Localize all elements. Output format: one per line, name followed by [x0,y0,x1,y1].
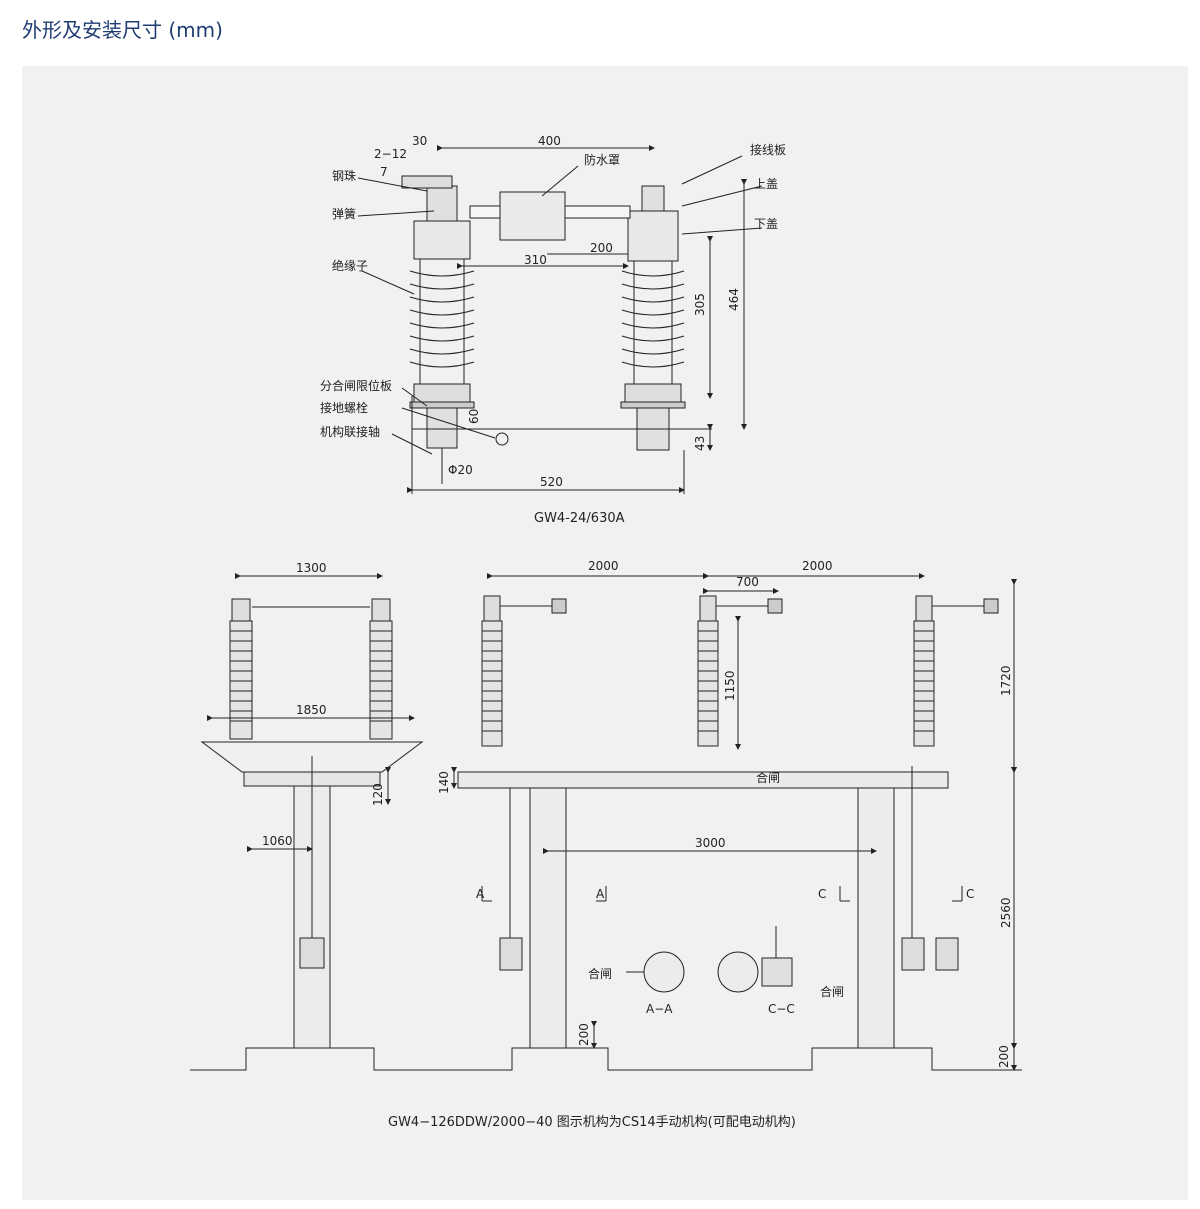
left-insulator [401,175,475,484]
label-linkage-shaft: 机构联接轴 [320,424,380,439]
section-c-right: C [966,887,974,901]
dim-400: 400 [538,134,561,148]
drawing-panel: 钢珠 弹簧 绝缘子 分合闸限位板 接地螺栓 机构联接轴 防水罩 接线板 上盖 下… [22,66,1188,1200]
dim-1150: 1150 [723,670,737,701]
section-views [626,926,793,993]
dim-phi20: Φ20 [448,463,473,477]
section-a-left: A [476,887,485,901]
label-insulator: 绝缘子 [332,258,368,273]
section-a-right: A [596,887,605,901]
dim-2560: 2560 [999,897,1013,928]
foundation [190,1047,1022,1071]
dim-200-a: 200 [577,1023,591,1046]
right-insulator [620,185,686,451]
dim-30: 30 [412,134,427,148]
top-labels: 钢珠 弹簧 绝缘子 分合闸限位板 接地螺栓 机构联接轴 防水罩 接线板 上盖 下… [320,134,786,526]
dim-60: 60 [467,409,481,424]
section-aa-label: A−A [646,1002,673,1016]
dim-1060: 1060 [262,834,293,848]
label-ground-bolt: 接地螺栓 [320,400,368,415]
dim-1300: 1300 [296,561,327,575]
bottom-caption: GW4−126DDW/2000−40 图示机构为CS14手动机构(可配电动机构) [388,1115,796,1130]
label-steel-ball: 钢珠 [332,169,356,183]
label-terminal-plate: 接线板 [750,142,786,157]
dim-305: 305 [693,293,707,316]
dim-120: 120 [371,783,385,806]
base-beam [457,771,949,789]
label-spring: 弹簧 [332,206,356,221]
dim-200: 200 [590,241,613,255]
page-title: 外形及安装尺寸 (mm) [22,18,223,42]
top-caption: GW4-24/630A [534,511,625,526]
section-cc-label: C−C [768,1002,795,1016]
dim-200-b: 200 [997,1045,1011,1068]
dim-43: 43 [693,436,707,451]
section-c-left: C [818,887,826,901]
bottom-drawing [190,573,1022,1071]
dim-7: 7 [380,165,388,179]
label-water-cover: 防水罩 [584,152,620,167]
dim-3000: 3000 [695,836,726,850]
dim-464: 464 [727,288,741,311]
label-upper-cover: 上盖 [754,177,778,191]
dim-2000-a: 2000 [588,559,619,573]
dim-520: 520 [540,475,563,489]
dim-700: 700 [736,575,759,589]
technical-drawing: 钢珠 弹簧 绝缘子 分合闸限位板 接地螺栓 机构联接轴 防水罩 接线板 上盖 下… [190,134,1022,1130]
three-phase-unit [457,595,999,1049]
bottom-labels: 1300 1850 120 1060 2000 2000 700 1150 17… [262,559,1013,1130]
top-drawing [357,145,763,494]
dim-1850: 1850 [296,703,327,717]
close-label-base: 合闸 [756,770,780,785]
label-lower-cover: 下盖 [754,217,778,231]
dim-310: 310 [524,253,547,267]
close-label-left: 合闸 [588,966,612,981]
dim-140: 140 [437,771,451,794]
water-cover [499,191,566,241]
label-limit-plate: 分合闸限位板 [320,378,392,393]
ground-bolt-symbol [495,432,509,446]
close-label-right: 合闸 [820,984,844,999]
left-unit [200,598,424,1049]
dim-2-12: 2−12 [374,147,407,161]
dim-1720: 1720 [999,665,1013,696]
dim-2000-b: 2000 [802,559,833,573]
